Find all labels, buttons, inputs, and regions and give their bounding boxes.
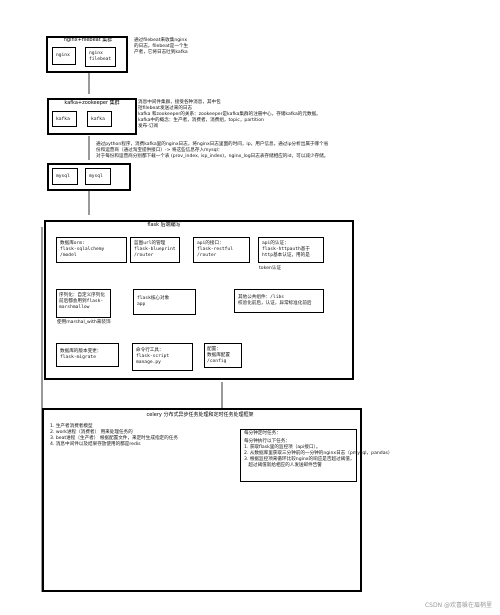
nginx-filebeat-node-label: nginx filebeat xyxy=(89,51,112,62)
flask-libs-box: 其他公共组件：/libs 校验化前后，认证，异常标准化前后 xyxy=(234,289,324,313)
kafka-zookeeper-title: kafka+zookeeper 集群 xyxy=(64,100,120,106)
nginx-filebeat-title: nginx+filebeat 集群 xyxy=(63,37,113,43)
flask-core-label: flask核心对象 app xyxy=(137,296,170,307)
flask-blueprint-box: 蓝图url的管理 flask-blueprint /router xyxy=(130,237,180,263)
flask-config-box: 配置： 数据库配置 /config xyxy=(204,343,242,368)
nginx-node-label: nginx xyxy=(56,53,70,58)
nginx-filebeat-node: nginx filebeat xyxy=(85,47,116,67)
mysql-node-2-label: mysql xyxy=(89,174,103,179)
flask-config-label: 配置： 数据库配置 /config xyxy=(207,347,230,364)
celery-right-box xyxy=(240,429,357,482)
flask-libs-label: 其他公共组件：/libs 校验化前后，认证，异常标准化前后 xyxy=(238,295,312,306)
flask-serialize-note: 使用marshal_with来装饰 xyxy=(57,320,111,325)
watermark: CSDN @欢喜躲在眉梢里 xyxy=(424,602,492,609)
mysql-note: 通过python程序，消费kafka里的nginx日志，将nginx日志里面的时… xyxy=(96,142,329,159)
kafka-node-1-label: kafka xyxy=(56,117,70,122)
mysql-node-1: mysql xyxy=(52,168,78,185)
flask-auth-note: token认证 xyxy=(259,266,282,271)
flask-serialize-box: 序列化：自定义序列化 前后都会用到flask- marshmallow xyxy=(56,289,111,318)
flask-script-label: 命令行工具： flask-script manage.py xyxy=(136,348,170,365)
flask-migrate-box: 数据库的版本变更： flask-migrate xyxy=(56,343,119,367)
flask-script-box: 命令行工具： flask-script manage.py xyxy=(132,343,193,371)
flask-restful-label: api的接口： flask-restful /router xyxy=(197,241,233,258)
kafka-node-2: kafka xyxy=(87,111,112,127)
celery-right-title: 每分钟定时任务： xyxy=(244,431,281,436)
flask-orm-label: 数据库orm: flask-sqlalchemy /model xyxy=(60,241,105,258)
flask-serialize-label: 序列化：自定义序列化 前后都会用到flask- marshmallow xyxy=(59,293,105,310)
flask-blueprint-label: 蓝图url的管理 flask-blueprint /router xyxy=(134,241,176,258)
flask-restful-box: api的接口： flask-restful /router xyxy=(193,237,250,263)
flask-auth-box: api的认证： flask-httpauth基于 http基本认证，用的是 xyxy=(258,237,324,263)
celery-title: celery 分布式异步任务处理和定时任务处理框架 xyxy=(146,412,254,418)
kafka-node-1: kafka xyxy=(52,111,77,127)
celery-right-note: 每分钟执行以下任务： 1. 获取flask里的监控项（api接口）。 2. 从数… xyxy=(244,439,393,468)
celery-left-note: 1. 生产者消费者模型 2. work进程（消费者） 用来处理任务的 3. be… xyxy=(50,424,178,447)
nginx-node: nginx xyxy=(52,47,76,65)
flask-auth-label: api的认证： flask-httpauth基于 http基本认证，用的是 xyxy=(262,241,310,258)
nginx-filebeat-note: 通过filebeat来收集nginx 的日志，filebeat是一个生 产者，它… xyxy=(134,38,189,55)
flask-core-box: flask核心对象 app xyxy=(133,289,196,315)
flask-orm-box: 数据库orm: flask-sqlalchemy /model xyxy=(56,237,127,263)
kafka-zookeeper-note: 消息中间件集群，接受各种消息，其中包 括filebeat发送过来的日志 kafk… xyxy=(138,100,321,129)
kafka-node-2-label: kafka xyxy=(91,117,105,122)
flask-migrate-label: 数据库的版本变更： flask-migrate xyxy=(60,349,102,360)
mysql-node-2: mysql xyxy=(85,168,111,185)
flask-backend-title: flask 后端编写 xyxy=(147,222,181,228)
mysql-node-1-label: mysql xyxy=(56,174,70,179)
